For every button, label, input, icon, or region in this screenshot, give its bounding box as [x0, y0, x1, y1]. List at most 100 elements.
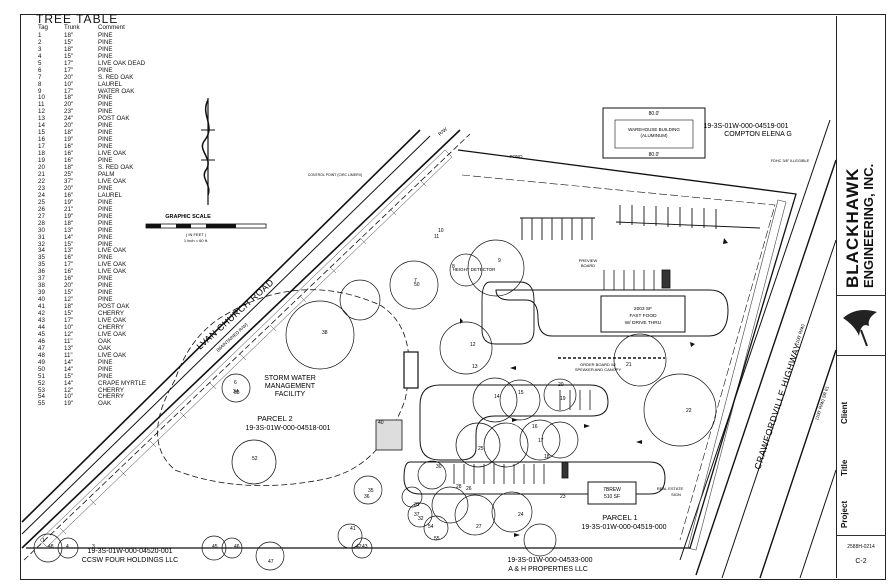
- tree-number-label: 40: [378, 420, 384, 426]
- tree-number-label: 37: [414, 512, 420, 518]
- tree-trunk: 20": [64, 122, 74, 130]
- tree-trunk: 18": [64, 129, 74, 137]
- tree-trunk: 15": [64, 289, 74, 297]
- tree-tag: 19: [38, 157, 45, 165]
- tree-table-row: 19 16" PINE: [36, 157, 196, 165]
- tree-comment: PINE: [98, 66, 113, 74]
- right-of-way-label: R/W: [437, 127, 449, 138]
- tree-comment: CRAPE MYRTLE: [98, 379, 147, 387]
- drive-loop: [419, 384, 609, 461]
- tree-comment: PINE: [98, 358, 113, 366]
- tree-trunk: 18": [64, 45, 74, 53]
- company-section: BLACKHAWK ENGINEERING, INC.: [837, 16, 885, 296]
- tree-comment: LIVE OAK: [98, 150, 127, 158]
- header-comment: Comment: [98, 23, 125, 31]
- fast-food-label-3: W/ DRIVE THRU: [625, 320, 662, 326]
- tree-trunk: 19": [64, 198, 74, 206]
- tree-number-label: 3: [92, 544, 95, 550]
- tree-number-label: 14: [494, 394, 500, 400]
- sheet-number-section: 2588H-0214 C-2: [837, 536, 885, 578]
- storm-water-pond: [157, 289, 410, 487]
- tree-comment: CHERRY: [98, 323, 125, 331]
- tree-trunk: 15": [64, 310, 74, 318]
- tree-number-label: 32: [418, 516, 424, 522]
- tree-trunk: 21": [64, 205, 74, 213]
- tree-comment: PINE: [98, 157, 113, 165]
- tree-canopies: [33, 239, 717, 571]
- tree-trunk: 17": [64, 59, 74, 67]
- tree-trunk: 18": [64, 31, 74, 39]
- tree-comment: PINE: [98, 129, 113, 137]
- tree-tag: 51: [38, 372, 45, 380]
- warehouse-dimension-bottom: 80.0': [649, 152, 660, 158]
- tree-trunk: 18": [64, 94, 74, 102]
- tree-comment: LIVE OAK DEAD: [98, 59, 146, 67]
- tree-tag: 45: [38, 330, 45, 338]
- fast-food-building: [600, 295, 686, 333]
- tree-comment: PINE: [98, 108, 113, 116]
- tree-tag: 40: [38, 296, 45, 304]
- parking-stalls-top: [520, 205, 761, 240]
- ah-owner: A & H PROPERTIES LLC: [508, 566, 588, 573]
- drive-thru-lane: [495, 289, 729, 337]
- tree-tag: 34: [38, 247, 45, 255]
- tree-trunk: 12": [64, 330, 74, 338]
- tree-trunk: 20": [64, 101, 74, 109]
- tree-number-label: 42: [356, 544, 362, 550]
- tree-number-label: 4: [66, 544, 69, 550]
- project-number: 2588H-0214: [847, 544, 875, 550]
- tree-trunk: 11": [64, 337, 73, 345]
- tree-tag: 24: [38, 191, 45, 199]
- tree-comment: CHERRY: [98, 310, 125, 318]
- tree-comment: PINE: [98, 205, 113, 213]
- parcel-1-id: 19-3S-01W-000-04519-000: [581, 524, 666, 531]
- tree-trunk: 16": [64, 157, 74, 165]
- tree-tag: 15: [38, 129, 45, 137]
- tree-comment: LIVE OAK: [98, 261, 127, 269]
- preview-board-label-2: BOARD: [581, 263, 595, 268]
- tree-tag: 27: [38, 212, 45, 220]
- tree-number-label: 15: [518, 390, 524, 396]
- tree-number-label: 27: [476, 524, 482, 530]
- tree-trunk: 13": [64, 344, 74, 352]
- tree-number-label: 43: [362, 544, 368, 550]
- tree-number-label: 41: [350, 526, 356, 532]
- tree-number-label: 18: [544, 454, 550, 460]
- tree-number-label: 11: [434, 234, 439, 240]
- tree-tag: 37: [38, 275, 45, 283]
- tree-number-labels: 1346789101112131415161718192021222324252…: [42, 228, 692, 565]
- tree-tag: 9: [38, 87, 42, 95]
- tree-tag: 16: [38, 136, 45, 144]
- tree-tag: 35: [38, 254, 45, 262]
- tree-trunk: 18": [64, 164, 74, 172]
- project-info-section: Project Title Client: [837, 356, 885, 536]
- project-label: Project: [840, 500, 849, 528]
- tree-comment: PINE: [98, 198, 113, 206]
- hawk-logo-icon: [843, 310, 877, 347]
- tree-comment: PINE: [98, 233, 113, 241]
- tree-tag: 6: [38, 66, 42, 74]
- sheet-number: C-2: [855, 558, 867, 565]
- warehouse-label-2: (ALUMINUM): [641, 133, 668, 138]
- tree-trunk: 23": [64, 108, 74, 116]
- tree-trunk: 17": [64, 87, 74, 95]
- tree-number-label: 7: [414, 278, 417, 284]
- tree-comment: PINE: [98, 372, 113, 380]
- tree-trunk: 17": [64, 66, 74, 74]
